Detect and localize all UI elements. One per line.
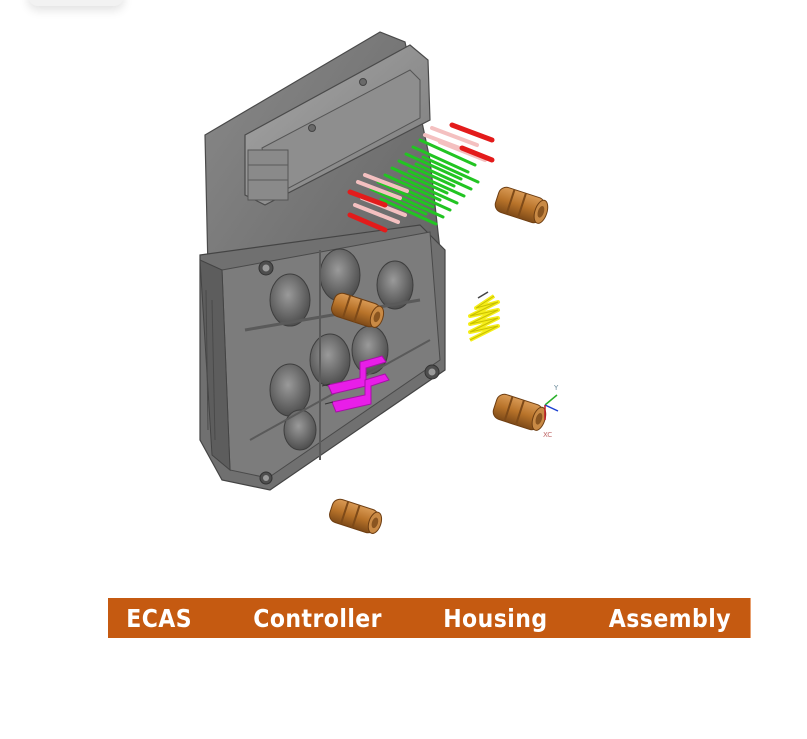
assembly-figure: Y XC (199, 31, 559, 534)
axis-y-label: Y (553, 384, 559, 392)
spring-contact (468, 291, 500, 342)
top-shadow-decoration (28, 0, 124, 6)
title-banner: ECAS Controller Housing Assembly (108, 598, 751, 638)
bus-bar-terminals (321, 355, 390, 413)
connector-pins (347, 122, 495, 233)
banner-title: ECAS Controller Housing Assembly (126, 603, 732, 633)
axis-triad: Y XC (543, 384, 559, 439)
coil-bobbin-lower-right (492, 393, 547, 431)
coil-bobbin-center (331, 292, 385, 328)
connector-shroud (244, 44, 431, 206)
coil-bobbin-bottom (329, 498, 383, 534)
coil-bobbin-top-right (494, 186, 549, 224)
axis-x-label: XC (543, 431, 552, 439)
